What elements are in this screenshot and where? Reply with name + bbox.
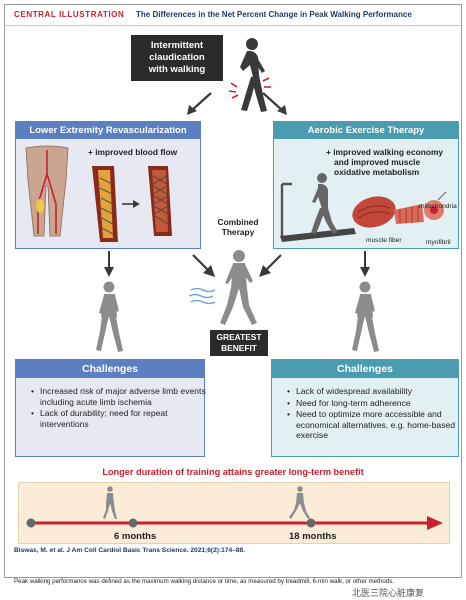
central-illustration: CENTRAL ILLUSTRATION The Differences in …: [4, 4, 462, 578]
left-challenges-list: Increased risk of major adverse limb eve…: [30, 386, 208, 430]
timeline-headline: Longer duration of training attains grea…: [102, 467, 364, 477]
claudication-box: Intermittent claudication with walking: [131, 35, 223, 81]
treadmill-icon: [280, 173, 356, 242]
left-down-arrow: [104, 251, 114, 277]
claudication-line-3: with walking: [148, 64, 206, 75]
combined-therapy-label: Combined Therapy: [208, 217, 268, 237]
blood-flow-benefit: + improved blood flow: [88, 147, 178, 157]
claudication-line-1: Intermittent: [150, 40, 204, 51]
six-months-label: 6 months: [114, 531, 157, 542]
exercise-challenges: Challenges Lack of widespread availabili…: [271, 359, 459, 457]
revascularization-panel: Lower Extremity Revascularization + impr…: [15, 121, 201, 249]
citation: Biswas, M. et al. J Am Coll Cardiol Basi…: [14, 547, 246, 554]
arrow-to-revascularization: [187, 92, 212, 115]
illustration-title: The Differences in the Net Percent Chang…: [136, 10, 412, 19]
combined-arrow-right: [259, 254, 282, 277]
list-item: Need for long-term adherence: [287, 398, 462, 409]
center-walking-figure-icon: [220, 250, 257, 325]
right-walking-figure-icon: [352, 281, 379, 352]
exercise-title: Aerobic Exercise Therapy: [274, 122, 458, 139]
timeline-band: 6 months 18 months: [18, 482, 450, 544]
footnote: Peak walking performance was defined as …: [14, 578, 395, 585]
combined-arrow-left: [192, 254, 215, 277]
right-challenges-list: Lack of widespread availability Need for…: [286, 386, 462, 442]
greatest-benefit-box: GREATEST BENEFIT: [210, 330, 268, 356]
right-challenges-title: Challenges: [272, 360, 458, 378]
combined-line-2: Therapy: [221, 227, 255, 237]
header-bar: CENTRAL ILLUSTRATION The Differences in …: [5, 5, 461, 26]
exercise-benefit-line-2: and improved muscle: [334, 157, 421, 167]
revascularization-title: Lower Extremity Revascularization: [16, 122, 200, 139]
timeline-walker-6mo-icon: [103, 486, 117, 519]
list-item: Need to optimize more accessible and eco…: [287, 409, 462, 441]
legs-vessel-icon: [25, 145, 69, 237]
right-down-arrow: [360, 251, 370, 277]
illustration-tag: CENTRAL ILLUSTRATION: [14, 10, 125, 19]
list-item: Lack of widespread availability: [287, 386, 462, 397]
timeline-arrow: [26, 516, 443, 530]
muscle-fiber-icon: [352, 191, 447, 228]
revascularization-challenges: Challenges Increased risk of major adver…: [15, 359, 208, 457]
muscle-fiber-label: muscle fiber: [366, 237, 402, 244]
list-item: Increased risk of major adverse limb eve…: [31, 386, 208, 407]
timeline-walker-18mo-icon: [289, 486, 310, 519]
exercise-benefit: + improved walking economy and improved …: [326, 147, 443, 177]
exercise-benefit-line-3: oxidative metabolism: [334, 167, 420, 177]
arrow-to-exercise: [262, 92, 287, 115]
combined-line-1: Combined: [217, 217, 259, 227]
exercise-panel: Aerobic Exercise Therapy + improved walk…: [273, 121, 459, 249]
stent-icon: [92, 166, 172, 242]
exercise-benefit-line-1: + improved walking economy: [326, 147, 444, 157]
mitochondria-label: mitochondria: [419, 203, 457, 210]
watermark: 北医三院心脏康复: [352, 588, 425, 598]
claudication-line-2: claudication: [149, 52, 205, 63]
myofibril-label: myofibril: [426, 239, 451, 246]
left-challenges-title: Challenges: [16, 360, 204, 378]
greatest-line-1: GREATEST: [216, 332, 262, 342]
list-item: Lack of durability; need for repeat inte…: [31, 408, 208, 429]
motion-lines-icon: [188, 287, 216, 305]
claudication-person-icon: [228, 38, 271, 112]
eighteen-months-label: 18 months: [289, 531, 337, 542]
greatest-line-2: BENEFIT: [221, 343, 257, 353]
left-walking-figure-icon: [96, 281, 123, 352]
